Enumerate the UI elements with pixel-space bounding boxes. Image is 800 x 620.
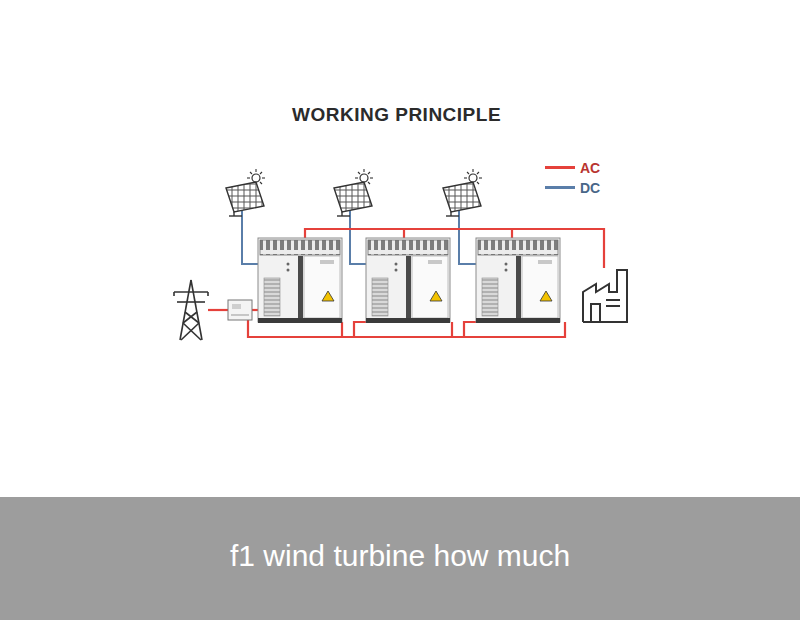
diagram-title: WORKING PRINCIPLE [292, 104, 501, 126]
factory-icon [583, 270, 627, 322]
legend-swatch [545, 186, 575, 189]
legend-label: DC [580, 178, 600, 198]
storage-cabinet [476, 238, 560, 323]
solar-panel [334, 169, 373, 216]
ac-wires [208, 229, 604, 337]
legend-label: AC [580, 158, 600, 178]
legend-item: AC [545, 158, 603, 178]
solar-panel [443, 169, 482, 216]
legend-swatch [545, 166, 575, 169]
solar-panel [226, 169, 265, 216]
caption-text: f1 wind turbine how much [230, 539, 570, 573]
storage-cabinet [258, 238, 342, 323]
legend-item: DC [545, 178, 603, 198]
transmission-tower [174, 280, 208, 340]
energy-meter [228, 300, 252, 320]
caption-band [0, 497, 800, 620]
storage-cabinet [366, 238, 450, 323]
